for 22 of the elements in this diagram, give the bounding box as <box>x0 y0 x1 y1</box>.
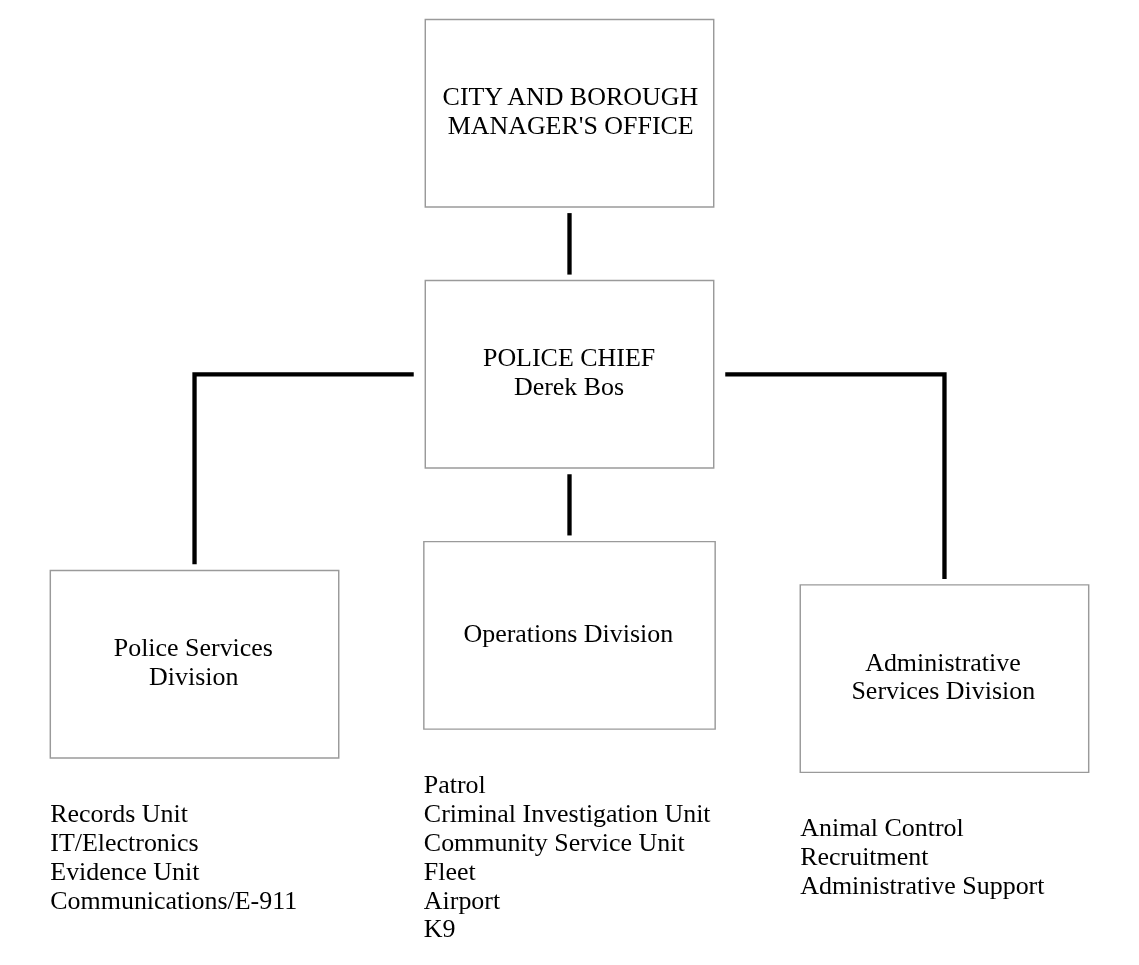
node-label: Patrol <box>423 770 486 800</box>
node-label: Community Service Unit <box>423 827 685 857</box>
node-label: Records Unit <box>50 798 188 828</box>
node-label: Administrative Support <box>800 871 1045 901</box>
node-box: Police Services Division <box>49 569 340 759</box>
node-label: K9 <box>423 914 456 944</box>
node-label: Communications/E-911 <box>50 885 298 915</box>
node-box: CITY AND BOROUGH MANAGER'S OFFICE <box>424 18 715 208</box>
connector <box>567 474 572 536</box>
node-label: Recruitment <box>800 842 929 872</box>
node-label: Airport <box>423 885 501 915</box>
connector <box>192 372 414 565</box>
connector <box>725 372 947 579</box>
node-label: IT/Electronics <box>50 827 199 857</box>
node-label: Evidence Unit <box>50 856 200 886</box>
node-box: Operations Division <box>423 540 716 730</box>
node-label: Animal Control <box>800 813 964 843</box>
node-label: Fleet <box>423 856 476 886</box>
node-label: Criminal Investigation Unit <box>423 798 711 828</box>
node-box: POLICE CHIEF Derek Bos <box>424 279 715 469</box>
node-box: Administrative Services Division <box>799 584 1090 774</box>
connector <box>567 213 572 275</box>
